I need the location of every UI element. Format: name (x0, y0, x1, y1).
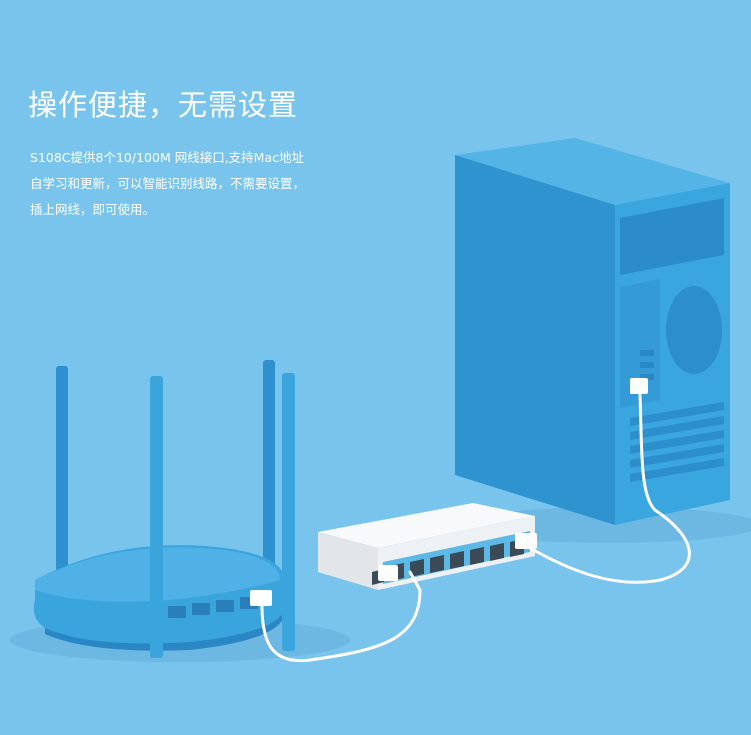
router-antenna (150, 376, 163, 658)
router-icon (33, 360, 295, 658)
cable-connector (250, 378, 648, 606)
feature-description: S108C提供8个10/100M 网线接口,支持Mac地址 自学习和更新，可以智… (30, 145, 360, 223)
switch-icon (318, 503, 535, 590)
description-line: 自学习和更新，可以智能识别线路，不需要设置， (30, 176, 306, 191)
description-line: S108C提供8个10/100M 网线接口,支持Mac地址 (30, 150, 304, 165)
network-cable-icon (260, 393, 691, 663)
router-antenna (263, 360, 275, 608)
description-line: 插上网线，即可使用。 (30, 202, 156, 217)
desktop-computer-icon (455, 138, 730, 525)
router-antenna (282, 373, 295, 651)
feature-headline: 操作便捷，无需设置 (28, 88, 299, 122)
